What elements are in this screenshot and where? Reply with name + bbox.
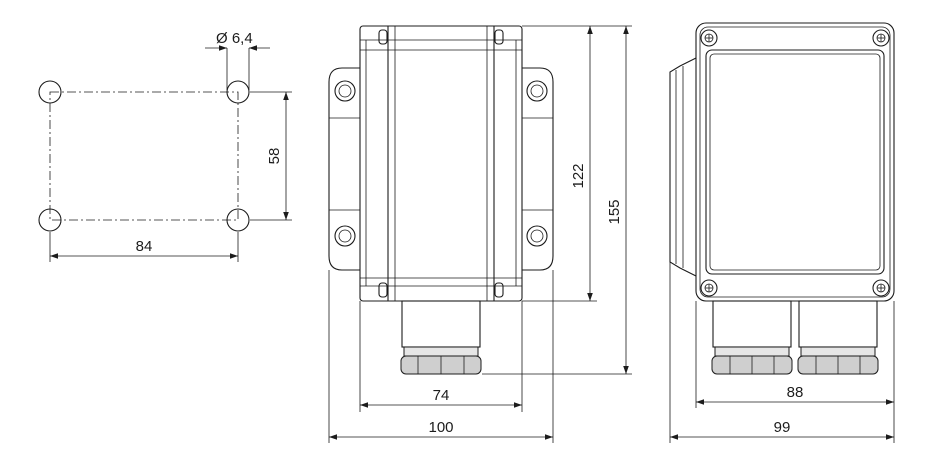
mounting-hole-pattern-view: Ø 6,4 58 84 bbox=[38, 30, 292, 262]
mounting-hole-bottom-right bbox=[226, 208, 250, 232]
front-view: 88 99 bbox=[669, 22, 895, 443]
hole-diameter-dimension: Ø 6,4 bbox=[205, 30, 270, 90]
side-view: 122 155 74 100 bbox=[328, 25, 632, 443]
mounting-hole-bottom-left bbox=[38, 208, 62, 232]
hole-vertical-spacing-dimension: 58 bbox=[250, 91, 292, 221]
cable-gland-body bbox=[401, 300, 481, 348]
side-overall-width-label: 100 bbox=[428, 419, 453, 436]
hinge bbox=[494, 29, 504, 45]
box-height-label: 122 bbox=[570, 163, 587, 188]
flange-hole bbox=[526, 225, 548, 247]
enclosure-front-body bbox=[695, 22, 895, 302]
lid-screw-icon bbox=[700, 29, 718, 47]
side-overall-width-dimension: 100 bbox=[328, 270, 554, 443]
front-overall-width-dimension: 99 bbox=[669, 262, 895, 443]
box-height-dimension: 122 bbox=[522, 25, 597, 302]
side-box-width-label: 74 bbox=[433, 387, 450, 404]
lid-screw-icon bbox=[872, 279, 890, 297]
flange-hole bbox=[334, 80, 356, 102]
cable-gland-left bbox=[711, 300, 793, 375]
mounting-hole-top-left bbox=[38, 80, 62, 104]
overall-height-label: 155 bbox=[606, 199, 623, 224]
hinge bbox=[378, 29, 388, 45]
flange-hole bbox=[526, 80, 548, 102]
hole-diameter-label: Ø 6,4 bbox=[216, 30, 253, 47]
hole-horizontal-spacing-dimension: 84 bbox=[49, 232, 239, 262]
enclosure-lid bbox=[705, 49, 885, 275]
flange-hole bbox=[334, 225, 356, 247]
lid-screw-icon bbox=[700, 279, 718, 297]
overall-height-dimension: 155 bbox=[482, 25, 632, 375]
mounting-hole-top-right bbox=[226, 80, 250, 104]
cable-gland-right bbox=[797, 300, 879, 375]
hinge bbox=[494, 282, 504, 298]
enclosure-side-body bbox=[359, 25, 523, 302]
hole-vertical-spacing-label: 58 bbox=[266, 148, 283, 165]
hole-horizontal-spacing-label: 84 bbox=[136, 238, 153, 255]
front-box-width-label: 88 bbox=[787, 384, 804, 401]
side-box-width-dimension: 74 bbox=[359, 301, 523, 412]
left-mounting-flange bbox=[328, 67, 360, 271]
rear-bracket bbox=[669, 57, 697, 277]
lid-screw-icon bbox=[872, 29, 890, 47]
hole-pattern-centerline bbox=[49, 91, 239, 221]
hinge bbox=[378, 282, 388, 298]
front-box-width-dimension: 88 bbox=[695, 301, 895, 408]
cable-gland-nut bbox=[403, 346, 479, 357]
right-mounting-flange bbox=[522, 67, 554, 271]
front-overall-width-label: 99 bbox=[774, 419, 791, 436]
